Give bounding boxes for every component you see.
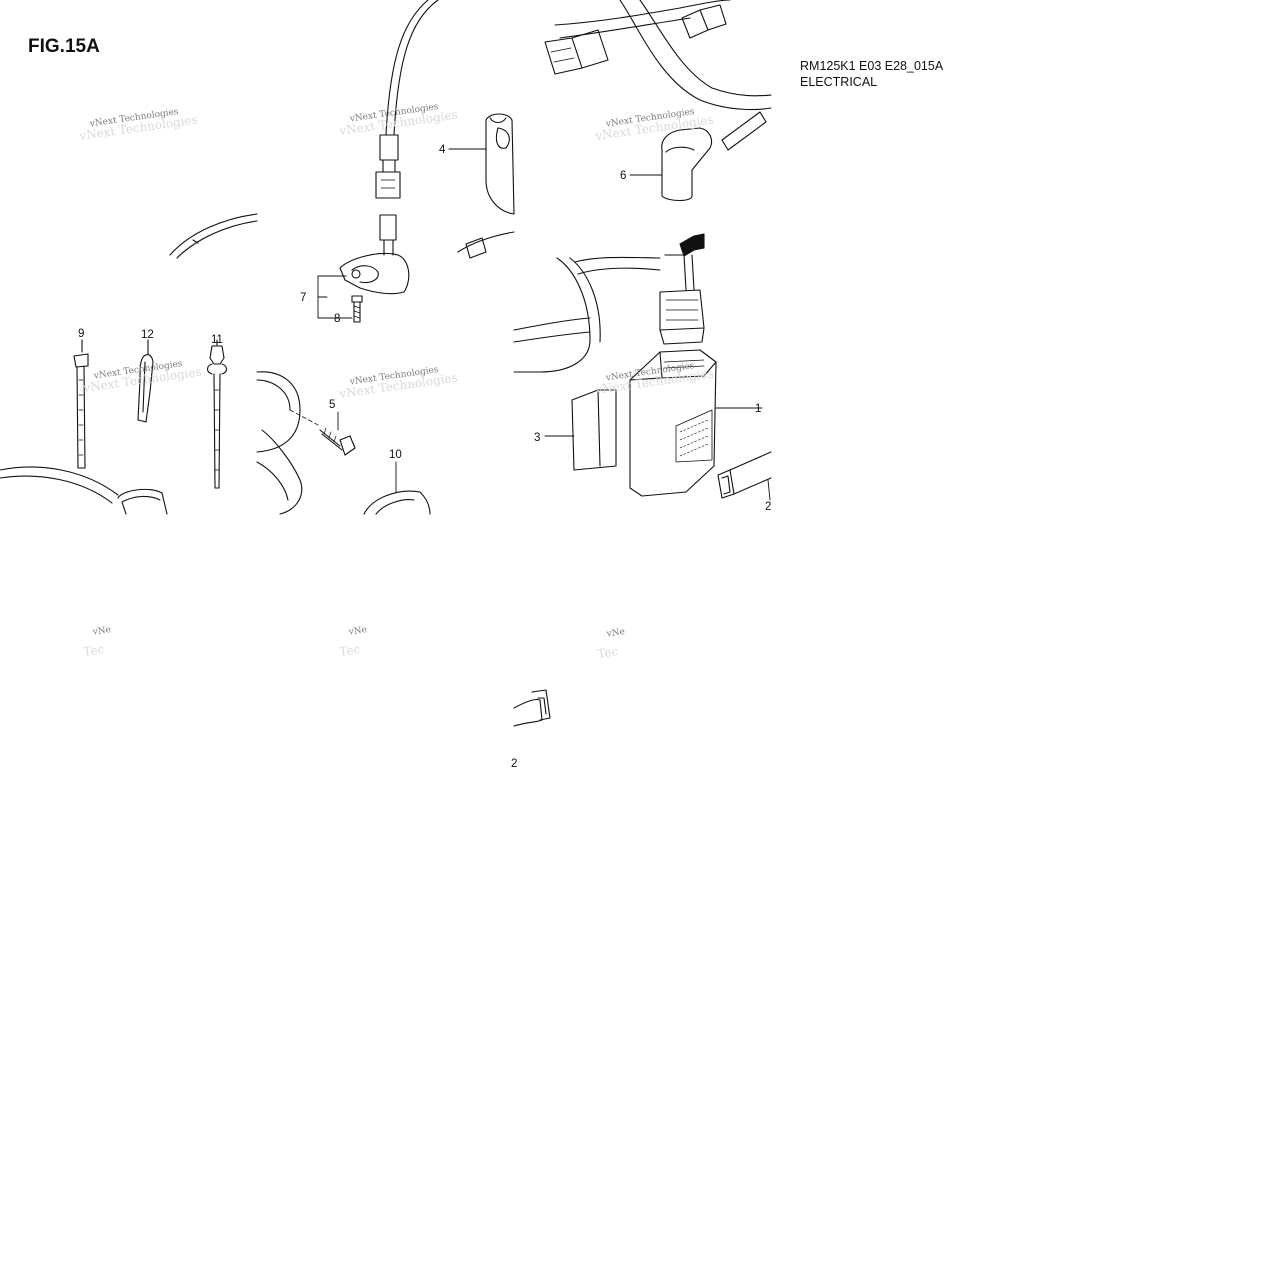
watermark-fragment: Tec [338,642,361,659]
callout-9: 9 [78,328,84,340]
watermark-fragment: Tec [82,642,105,659]
callout-5: 5 [329,399,335,411]
callout-3: 3 [534,432,540,444]
part-cable-tie [206,339,228,489]
callout-1: 1 [755,403,761,415]
model-code: RM125K1 E03 E28_015A [800,59,944,73]
tile-middle [256,0,515,515]
callout-12: 12 [141,329,154,341]
callout-10: 10 [389,449,402,461]
watermarks: vNext Technologies vNext Technologies vN… [77,102,714,661]
callout-6: 6 [620,170,626,182]
watermark-fragment: vNe [91,625,112,638]
callout-labels: 1 2 3 4 5 6 7 8 9 10 11 12 2 [78,144,771,770]
band-fragment [513,689,551,727]
part-strap [73,339,89,469]
stray-label-2: 2 [511,758,517,770]
callout-7: 7 [300,292,306,304]
watermark-fragment: vNe [347,625,368,638]
callout-11: 11 [211,334,223,346]
callout-4: 4 [439,144,446,156]
watermark-fragment: vNe [605,627,626,640]
leader-lines [317,148,771,501]
callout-8: 8 [334,313,340,325]
tile-right [513,0,772,499]
part-clamp-clip [137,339,154,423]
section-name: ELECTRICAL [800,75,878,89]
watermark-fragment: Tec [596,644,619,661]
callout-2: 2 [765,501,771,513]
tile-left [0,213,258,515]
figure-title: FIG.15A [28,36,100,57]
